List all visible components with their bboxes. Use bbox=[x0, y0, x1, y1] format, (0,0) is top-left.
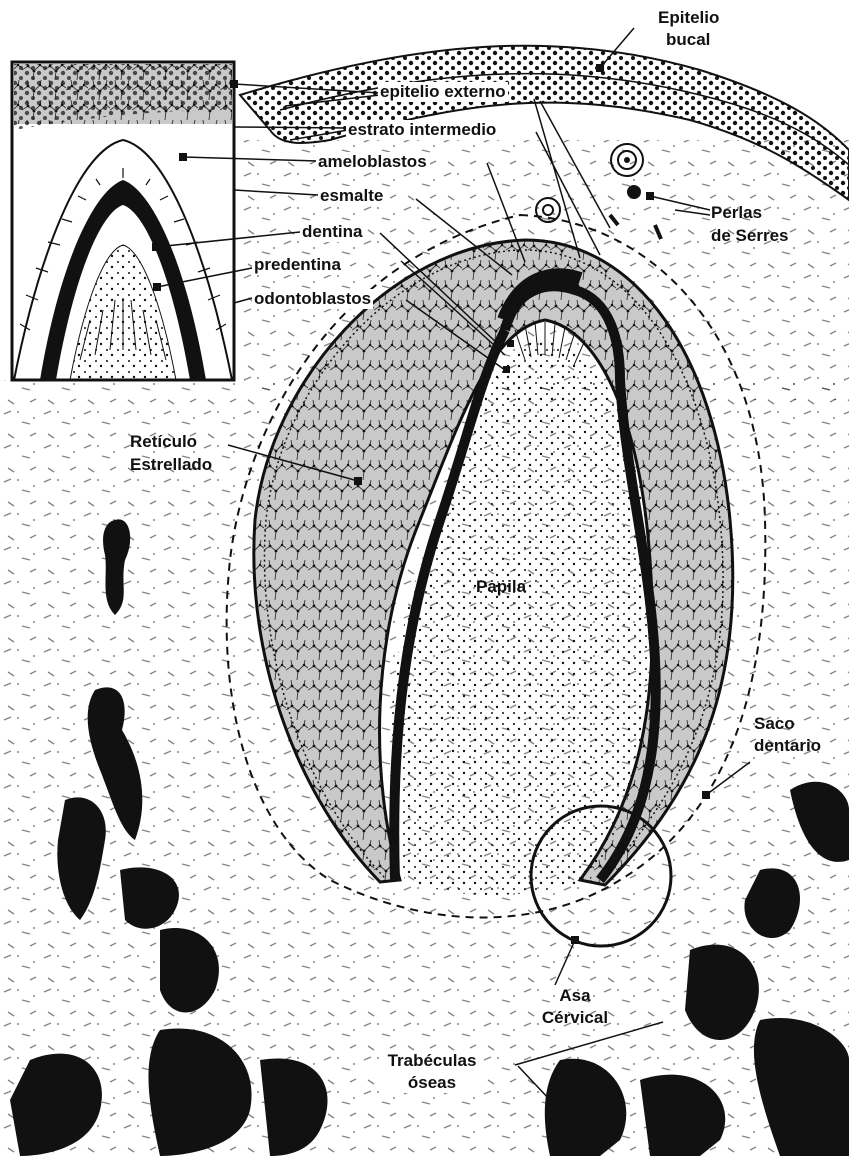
label-reticulo-2: Estrellado bbox=[130, 455, 212, 475]
label-asa-1: Asa bbox=[535, 986, 615, 1006]
label-epitelio-bucal-2: bucal bbox=[666, 30, 710, 50]
label-saco-2: dentario bbox=[754, 736, 821, 756]
label-predentina: predentina bbox=[252, 255, 343, 275]
label-epitelio-externo: epitelio externo bbox=[378, 82, 508, 102]
label-esmalte: esmalte bbox=[318, 186, 385, 206]
label-perlas-2: de Serres bbox=[711, 226, 789, 246]
label-trabeculas-1: Trabéculas bbox=[380, 1051, 484, 1071]
label-papila: Papila bbox=[476, 577, 526, 597]
inset-detail bbox=[12, 62, 234, 380]
label-ameloblastos: ameloblastos bbox=[316, 152, 429, 172]
label-trabeculas-2: óseas bbox=[380, 1073, 484, 1093]
label-estrato-intermedio: estrato intermedio bbox=[346, 120, 498, 140]
label-asa-2: Cérvical bbox=[535, 1008, 615, 1028]
label-epitelio-bucal-1: Epitelio bbox=[658, 8, 719, 28]
label-perlas-1: Perlas bbox=[711, 203, 762, 223]
label-saco-1: Saco bbox=[754, 714, 795, 734]
label-reticulo-1: Retículo bbox=[130, 432, 197, 452]
label-odontoblastos: odontoblastos bbox=[252, 289, 373, 309]
label-dentina: dentina bbox=[300, 222, 364, 242]
